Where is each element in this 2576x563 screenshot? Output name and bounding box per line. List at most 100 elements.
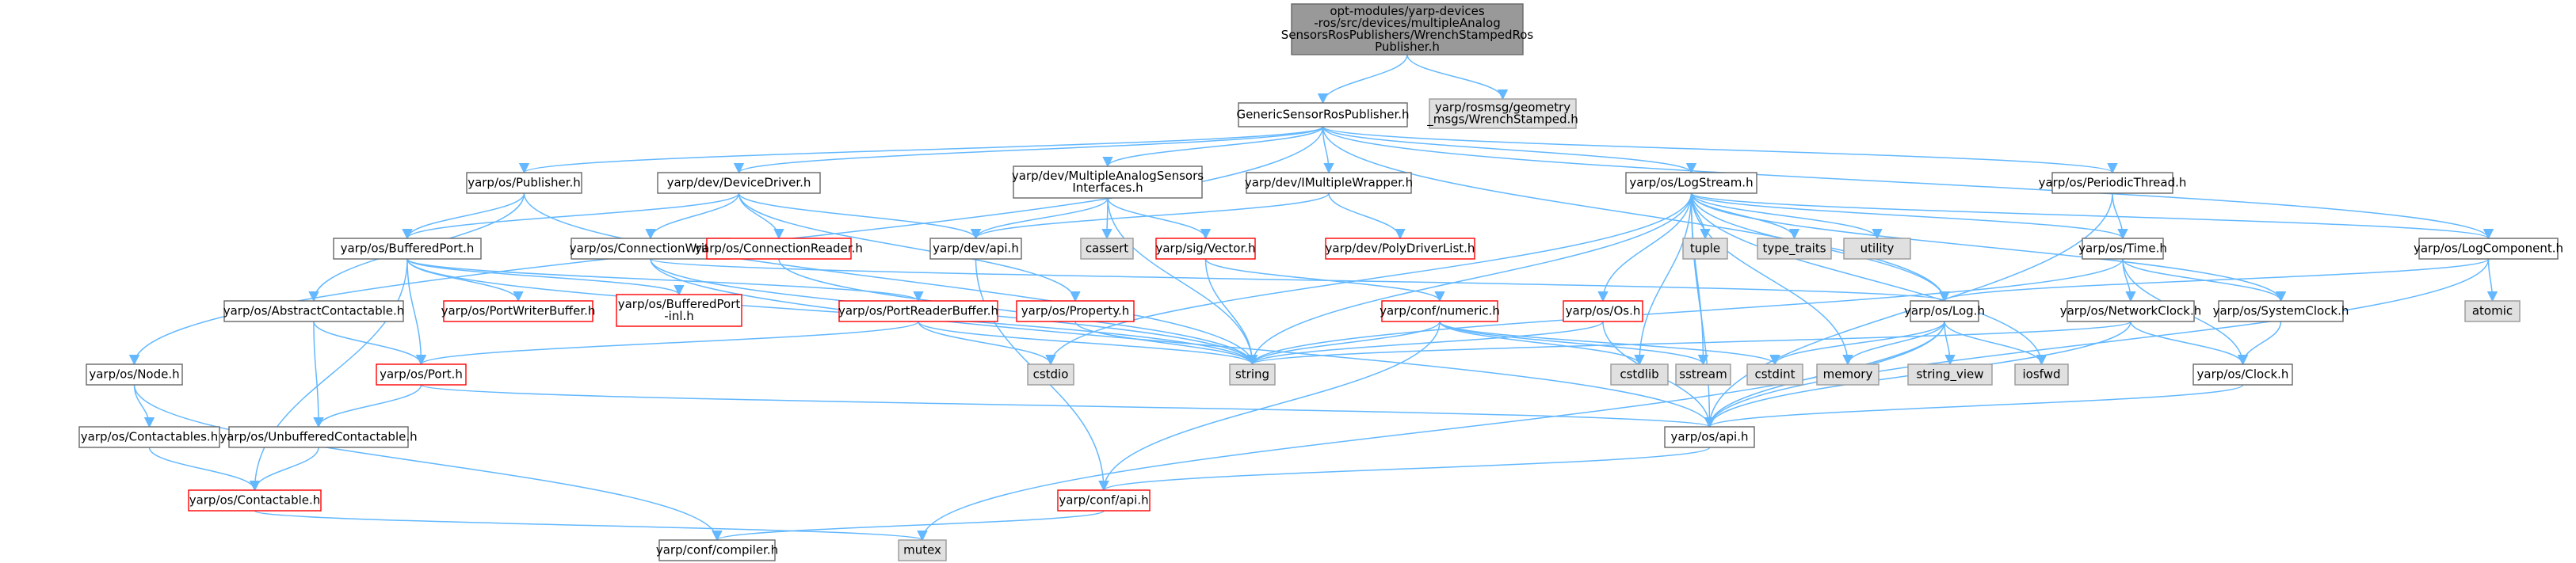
node-label-line: yarp/dev/api.h <box>933 242 1019 256</box>
node-compiler[interactable]: yarp/conf/compiler.h <box>656 539 778 561</box>
node-bufferedport[interactable]: yarp/os/BufferedPort.h <box>333 238 482 260</box>
node-stringview: string_view <box>1907 363 1993 386</box>
node-label-line: memory <box>1823 367 1873 382</box>
edge-masi-to-vector <box>1107 197 1212 240</box>
edge-bufferedport-to-string <box>406 258 1258 366</box>
node-confapi[interactable]: yarp/conf/api.h <box>1057 489 1151 512</box>
node-devicedriver[interactable]: yarp/dev/DeviceDriver.h <box>657 172 821 194</box>
node-label-line: yarp/os/Os.h <box>1566 304 1641 318</box>
node-label-line: yarp/os/PortReaderBuffer.h <box>838 304 998 318</box>
node-masi[interactable]: yarp/dev/MultipleAnalogSensorsInterfaces… <box>1012 165 1204 199</box>
node-connwriter[interactable]: yarp/os/ConnectionWriter.h <box>570 238 731 260</box>
edge-property-to-string <box>1074 321 1258 366</box>
node-clock[interactable]: yarp/os/Clock.h <box>2192 363 2293 386</box>
node-osapi[interactable]: yarp/os/api.h <box>1664 426 1755 448</box>
node-connreader[interactable]: yarp/os/ConnectionReader.h <box>695 238 863 260</box>
node-label-line: -ros/src/devices/multipleAnalog <box>1314 16 1500 30</box>
node-box <box>838 300 998 322</box>
edge-abstractc-to-port <box>313 321 427 366</box>
node-label-line: yarp/os/Node.h <box>89 367 179 382</box>
edge-systemclock-to-clock <box>2237 321 2282 366</box>
node-port[interactable]: yarp/os/Port.h <box>376 363 467 386</box>
node-log[interactable]: yarp/os/Log.h <box>1904 300 1985 322</box>
node-label-line: cstdint <box>1754 367 1795 382</box>
node-contactables[interactable]: yarp/os/Contactables.h <box>78 426 220 448</box>
edge-portreaderbuffer-to-string <box>918 321 1258 366</box>
edge-logstream-to-osapi <box>1690 192 1715 428</box>
edge-time-to-systemclock <box>2122 258 2287 302</box>
node-label-line: utility <box>1860 242 1895 256</box>
nodes-layer: opt-modules/yarp-devices-ros/src/devices… <box>78 3 2563 561</box>
node-label-line: sstream <box>1679 367 1727 382</box>
node-label-line: tuple <box>1690 242 1720 256</box>
edge-vector-to-numeric <box>1204 258 1445 302</box>
edge-clock-to-osapi <box>1704 384 2244 428</box>
edge-masi-to-devapi <box>970 197 1109 240</box>
node-box <box>1229 363 1276 386</box>
node-label-line: string_view <box>1916 367 1983 382</box>
node-publisher[interactable]: yarp/os/Publisher.h <box>466 172 582 194</box>
node-box <box>929 238 1022 260</box>
node-bpinl[interactable]: yarp/os/BufferedPort-inl.h <box>616 294 742 327</box>
node-memory: memory <box>1816 363 1880 386</box>
node-abstractc[interactable]: yarp/os/AbstractContactable.h <box>223 300 405 322</box>
node-box <box>1155 238 1256 260</box>
node-time[interactable]: yarp/os/Time.h <box>2078 238 2167 260</box>
node-box <box>1746 363 1803 386</box>
edge-contactable-to-mutex <box>254 510 928 542</box>
edge-devicedriver-to-connreader <box>738 192 784 240</box>
node-contactable[interactable]: yarp/os/Contactable.h <box>188 489 322 512</box>
node-label-line: string <box>1235 367 1269 382</box>
node-label-line: cstdio <box>1033 367 1069 382</box>
node-property[interactable]: yarp/os/Property.h <box>1016 300 1135 322</box>
node-box <box>1757 238 1832 260</box>
edge-contactables-to-contactable <box>148 447 261 492</box>
node-logcomponent[interactable]: yarp/os/LogComponent.h <box>2414 238 2563 260</box>
node-label-line: yarp/os/Property.h <box>1021 304 1129 318</box>
node-vector[interactable]: yarp/sig/Vector.h <box>1155 238 1256 260</box>
node-devapi[interactable]: yarp/dev/api.h <box>929 238 1022 260</box>
node-label-line: yarp/os/Log.h <box>1904 304 1985 318</box>
node-label-line: -inl.h <box>664 309 694 323</box>
edge-root-to-wrench <box>1406 54 1509 101</box>
node-unbuffered[interactable]: yarp/os/UnbufferedContactable.h <box>219 426 418 448</box>
node-root[interactable]: opt-modules/yarp-devices-ros/src/devices… <box>1281 3 1534 55</box>
node-label-line: yarp/conf/compiler.h <box>656 543 778 557</box>
node-gsrp[interactable]: GenericSensorRosPublisher.h <box>1236 102 1410 127</box>
node-box <box>616 294 742 327</box>
node-polydriver[interactable]: yarp/dev/PolyDriverList.h <box>1325 238 1475 260</box>
node-label-line: yarp/conf/api.h <box>1059 493 1148 508</box>
node-label-line: yarp/os/ConnectionReader.h <box>695 242 863 256</box>
edge-gsrp-to-imw <box>1322 126 1334 174</box>
node-label-line: yarp/os/PeriodicThread.h <box>2039 176 2187 190</box>
node-systemclock[interactable]: yarp/os/SystemClock.h <box>2213 300 2349 322</box>
node-label-line: cstdlib <box>1620 367 1658 382</box>
node-logstream[interactable]: yarp/os/LogStream.h <box>1625 172 1757 194</box>
edge-node-to-compiler <box>133 384 723 542</box>
edge-log-to-iosfwd <box>1944 321 2047 366</box>
node-networkclock[interactable]: yarp/os/NetworkClock.h <box>2060 300 2202 322</box>
node-box <box>2082 238 2164 260</box>
node-numeric[interactable]: yarp/conf/numeric.h <box>1380 300 1500 322</box>
edge-abstractc-to-unbuffered <box>313 321 324 428</box>
node-node[interactable]: yarp/os/Node.h <box>86 363 183 386</box>
node-periodic[interactable]: yarp/os/PeriodicThread.h <box>2039 172 2187 194</box>
node-osos[interactable]: yarp/os/Os.h <box>1563 300 1643 322</box>
node-imw[interactable]: yarp/dev/IMultipleWrapper.h <box>1245 172 1413 194</box>
edge-osos-to-string <box>1246 321 1604 366</box>
edge-masi-to-string <box>1107 197 1258 366</box>
node-box <box>1057 489 1151 512</box>
edge-log-to-mutex <box>917 321 1945 542</box>
edge-connreader-to-string <box>778 258 1258 366</box>
node-label-line: mutex <box>903 543 941 557</box>
node-box <box>1027 363 1074 386</box>
node-box <box>1682 238 1728 260</box>
edge-logstream-to-cstdio <box>1045 192 1693 366</box>
node-box <box>2218 300 2344 322</box>
node-portwriterbuffer[interactable]: yarp/os/PortWriterBuffer.h <box>441 300 596 322</box>
node-box <box>2051 172 2173 194</box>
edge-logstream-to-iosfwd <box>1690 192 2047 366</box>
node-portreaderbuffer[interactable]: yarp/os/PortReaderBuffer.h <box>838 300 998 322</box>
edge-numeric-to-string <box>1246 321 1441 366</box>
